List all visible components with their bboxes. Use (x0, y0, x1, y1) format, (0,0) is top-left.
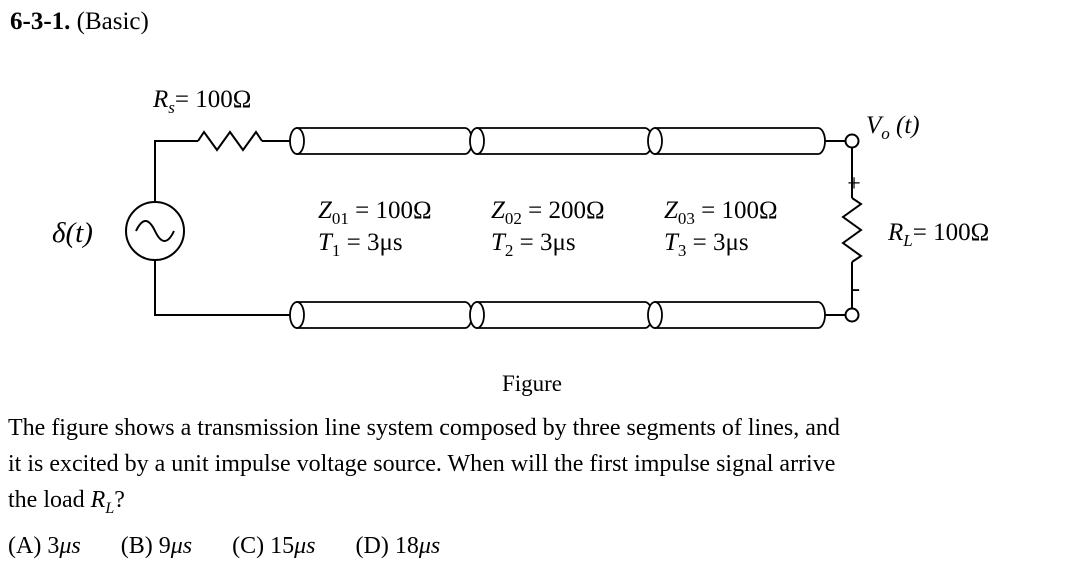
answer-choices: (A) 3μs (B) 9μs (C) 15μs (D) 18μs (8, 528, 1062, 564)
plus-sign: + (847, 171, 861, 197)
problem-number: 6-3-1. (Basic) (10, 8, 149, 36)
choice-d-unit: μs (418, 532, 441, 559)
choice-c: (C) 15μs (232, 532, 316, 559)
choice-a-unit: μs (59, 532, 81, 559)
transmission-line-segment-2-top (469, 127, 653, 155)
terminal-node-bottom (844, 307, 860, 323)
wire (154, 140, 198, 202)
choice-a: (A) 3μs (8, 532, 81, 559)
rs-label: Rs= 100Ω (152, 86, 251, 117)
question-line-1: The figure shows a transmission line sys… (8, 415, 840, 441)
terminal-node-top (844, 133, 860, 149)
rl-symbol: R (90, 487, 106, 513)
choice-c-unit: μs (294, 532, 316, 559)
z01-label: Z01 = 100Ω (318, 197, 432, 228)
question-text: The figure shows a transmission line sys… (8, 410, 1062, 564)
rl-resistor (841, 197, 863, 263)
transmission-line-segment-3-top (647, 127, 826, 155)
transmission-line-segment-1-top (289, 127, 473, 155)
transmission-line-segment-2-bottom (469, 301, 653, 329)
rs-resistor (197, 130, 263, 152)
minus-sign: - (852, 276, 860, 302)
problem-difficulty: (Basic) (70, 8, 149, 35)
circuit-diagram: δ(t) Rs= 100Ω Vo (t) + - RL= 100Ω Z01 = … (52, 86, 989, 396)
t3-label: T3 = 3μs (664, 229, 749, 260)
question-line-2: it is excited by a unit impulse voltage … (8, 451, 836, 477)
rl-subscript: L (105, 499, 115, 517)
rl-label: RL= 100Ω (887, 219, 989, 250)
t1-label: T1 = 3μs (318, 229, 403, 260)
z03-label: Z03 = 100Ω (664, 197, 778, 228)
problem-id: 6-3-1. (10, 8, 71, 35)
figure-caption: Figure (502, 371, 562, 396)
voltage-source (125, 201, 185, 261)
choice-b: (B) 9μs (120, 532, 193, 559)
transmission-line-segment-1-bottom (289, 301, 473, 329)
z02-label: Z02 = 200Ω (491, 197, 605, 228)
t2-label: T2 = 3μs (491, 229, 576, 260)
choice-b-unit: μs (170, 532, 193, 559)
source-label: δ(t) (52, 217, 93, 249)
question-line-3: the load RL? (8, 487, 125, 517)
sine-symbol (135, 220, 175, 242)
choice-d: (D) 18μs (355, 532, 441, 559)
vo-label: Vo (t) (866, 112, 920, 143)
transmission-line-segment-3-bottom (647, 301, 826, 329)
